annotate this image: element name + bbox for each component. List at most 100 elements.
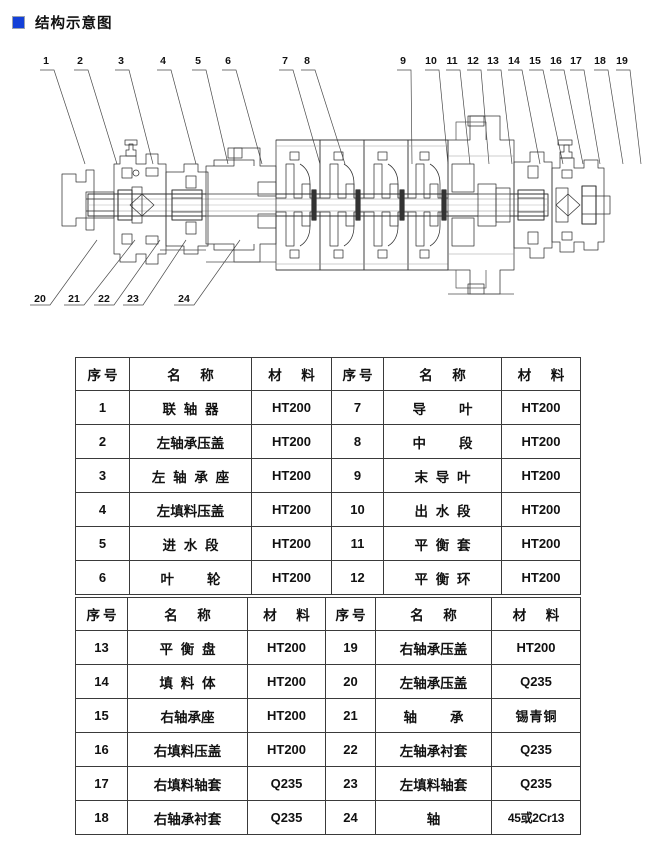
callout-label-5: 5 [195,55,201,67]
shaft [87,193,549,217]
cell-material-right: Q235 [491,664,581,699]
cell-index-left: 1 [75,390,130,425]
cell-material-right: HT200 [501,526,581,561]
callout-label-17: 17 [570,55,582,67]
cell-name-right: 中 段 [383,424,502,459]
cell-index-left: 14 [75,664,128,699]
cell-material-right: HT200 [501,492,581,527]
cell-material-left: Q235 [247,800,326,835]
right-oil-cup [557,139,573,159]
cell-material-left: HT200 [251,526,332,561]
cell-index-right: 12 [331,560,384,595]
leader-line-3 [115,69,154,165]
coupling [61,169,115,231]
callout-label-15: 15 [529,55,541,67]
cell-index-right: 22 [325,732,376,767]
cell-name-right: 左填料轴套 [375,766,492,801]
cell-material-left: Q235 [247,766,326,801]
table-row: 5 进 水 段 HT200 11 平 衡 套 HT200 [75,526,581,561]
cell-material-left: HT200 [251,390,332,425]
cell-material-right: 45或2Cr13 [491,800,581,835]
pump-base [160,249,514,295]
table-row: 1 联 轴 器 HT200 7 导 叶 HT200 [75,390,581,425]
cell-name-right: 导 叶 [383,390,502,425]
leader-line-21 [64,239,136,306]
leader-line-2 [74,69,118,165]
cell-name-left: 右填料轴套 [127,766,248,801]
table-row: 13 平 衡 盘 HT200 19 右轴承压盖 HT200 [75,630,581,665]
cell-name-left: 左填料压盖 [129,492,252,527]
leader-line-23 [123,239,187,306]
cell-name-left: 左 轴 承 座 [129,458,252,493]
col-header-material-right: 材 料 [501,357,581,391]
cell-name-right: 左轴承压盖 [375,664,492,699]
callout-label-24: 24 [178,293,190,305]
discharge-section [447,115,515,295]
leader-line-15 [529,69,564,165]
leader-line-18 [594,69,624,165]
cell-material-right: 锡青铜 [491,698,581,733]
col-header-name-right: 名 称 [383,357,502,391]
table-row: 6 叶 轮 HT200 12 平 衡 环 HT200 [75,560,581,595]
cell-name-left: 右轴承衬套 [127,800,248,835]
cell-index-left: 17 [75,766,128,801]
leader-line-14 [508,69,541,165]
callout-leader-lines [30,69,642,306]
callout-label-4: 4 [160,55,166,67]
leader-line-1 [40,69,86,165]
leader-line-4 [157,69,197,165]
table-row: 16 右填料压盖 HT200 22 左轴承衬套 Q235 [75,732,581,767]
cell-material-left: HT200 [251,560,332,595]
cell-index-right: 19 [325,630,376,665]
left-bearing-housing [113,153,167,265]
callout-label-14: 14 [508,55,520,67]
left-packing-gland [165,163,209,255]
leader-line-7 [279,69,321,165]
leader-line-10 [425,69,449,165]
cell-name-right: 平 衡 套 [383,526,502,561]
leader-line-19 [616,69,642,165]
cell-name-right: 出 水 段 [383,492,502,527]
cell-name-right: 左轴承衬套 [375,732,492,767]
callout-label-19: 19 [616,55,628,67]
callout-label-10: 10 [425,55,437,67]
cell-name-right: 轴 [375,800,492,835]
cell-index-right: 9 [331,458,384,493]
cell-name-right: 右轴承压盖 [375,630,492,665]
cell-index-right: 8 [331,424,384,459]
shaft-right-end [595,195,611,215]
col-header-name-right: 名 称 [375,597,492,631]
callout-label-7: 7 [282,55,288,67]
leader-line-6 [222,69,263,165]
leader-line-16 [550,69,584,165]
cell-material-left: HT200 [247,732,326,767]
callout-label-13: 13 [487,55,499,67]
cell-name-right: 末 导 叶 [383,458,502,493]
callout-label-20: 20 [34,293,46,305]
cell-index-right: 11 [331,526,384,561]
cell-index-right: 10 [331,492,384,527]
parts-table-2: 序号 名 称 材 料 序号 名 称 材 料 13 平 衡 盘 HT200 19 … [75,597,581,835]
callout-label-21: 21 [68,293,80,305]
cell-index-left: 3 [75,458,130,493]
col-header-material-left: 材 料 [251,357,332,391]
callout-label-11: 11 [446,55,457,67]
section-header: 结构示意图 [0,0,650,44]
leader-line-8 [301,69,346,165]
callout-label-2: 2 [77,55,83,67]
cell-name-right: 轴 承 [375,698,492,733]
table-row: 17 右填料轴套 Q235 23 左填料轴套 Q235 [75,766,581,801]
cell-index-left: 15 [75,698,128,733]
col-header-index-left: 序号 [75,597,128,631]
cell-material-left: HT200 [251,458,332,493]
col-header-name-left: 名 称 [129,357,252,391]
table-row: 14 填 料 体 HT200 20 左轴承压盖 Q235 [75,664,581,699]
left-oil-cup [124,139,138,157]
cell-material-right: HT200 [501,390,581,425]
table-header-row: 序号 名 称 材 料 序号 名 称 材 料 [75,597,581,631]
callout-label-3: 3 [118,55,124,67]
